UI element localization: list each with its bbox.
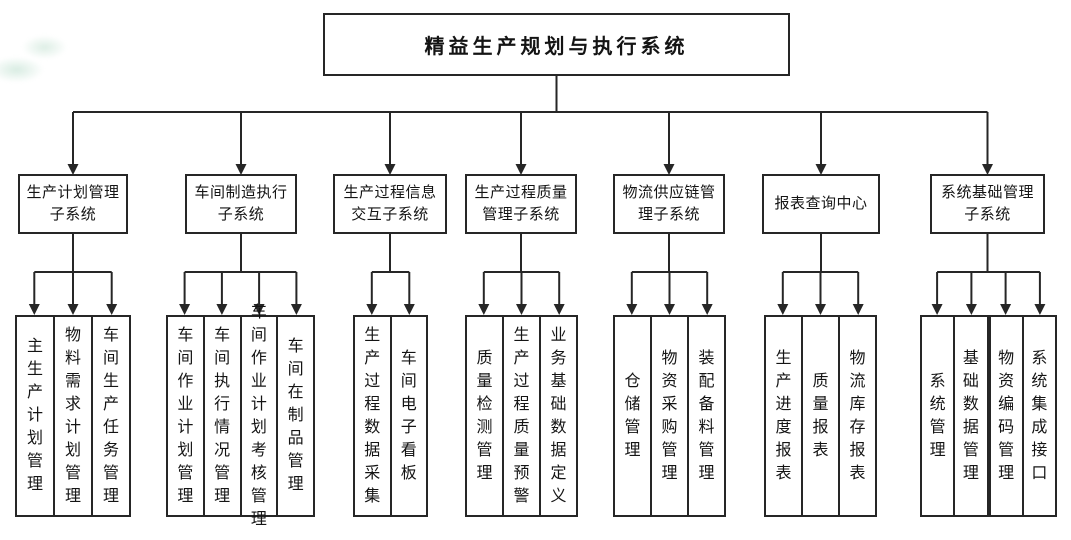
subsystem-box-production-planning: 生产计划管理子系统 — [18, 174, 128, 234]
subsystem-box-system-foundation: 系统基础管理子系统 — [930, 174, 1045, 234]
connector-group-4 — [478, 234, 565, 315]
module-group-process-quality: 质量检测管理 生产过程质量预警 业务基础数据定义 — [465, 315, 578, 517]
subsystem-label: 系统基础管理子系统 — [940, 184, 1034, 224]
module-workshop-execution-status: 车间执行情况管理 — [204, 315, 242, 517]
module-base-data-mgmt: 基础数据管理 — [955, 315, 989, 517]
module-material-purchasing: 物资采购管理 — [652, 315, 689, 517]
module-assembly-preparation: 装配备料管理 — [689, 315, 726, 517]
module-job-plan-assessment: 车间作业计划考核管理 — [241, 304, 279, 527]
module-material-coding: 物资编码管理 — [988, 315, 1024, 517]
module-workshop-e-kanban: 车间电子看板 — [391, 315, 428, 517]
root-system-box: 精益生产规划与执行系统 — [323, 13, 790, 76]
connector-group-3 — [366, 234, 415, 315]
module-quality-early-warning: 生产过程质量预警 — [504, 315, 541, 517]
module-group-system-foundation: 系统管理 基础数据管理 物资编码管理 系统集成接口 — [920, 315, 1057, 517]
module-master-production-plan: 主生产计划管理 — [15, 315, 55, 517]
subsystem-label: 生产过程质量管理子系统 — [474, 184, 568, 224]
subsystem-box-process-quality: 生产过程质量管理子系统 — [465, 174, 577, 234]
root-system-title: 精益生产规划与执行系统 — [424, 36, 689, 58]
connector-group-6 — [777, 234, 864, 315]
subsystem-label: 物流供应链管理子系统 — [622, 184, 716, 224]
module-production-progress-report: 生产进度报表 — [764, 315, 803, 517]
module-quality-inspection: 质量检测管理 — [465, 315, 504, 517]
module-group-workshop-mes: 车间作业计划管理 车间执行情况管理 车间作业计划考核管理 车间在制品管理 — [166, 304, 315, 527]
subsystem-box-workshop-mes: 车间制造执行子系统 — [185, 174, 297, 234]
corner-watermark — [0, 26, 78, 82]
module-process-data-collection: 生产过程数据采集 — [353, 315, 392, 517]
subsystem-label: 生产过程信息交互子系统 — [343, 184, 437, 224]
module-business-base-data: 业务基础数据定义 — [541, 315, 578, 517]
subsystem-label: 车间制造执行子系统 — [194, 184, 288, 224]
module-material-requirement-plan: 物料需求计划管理 — [55, 315, 93, 517]
connector-group-1 — [28, 234, 118, 315]
connector-group-2 — [179, 234, 302, 315]
subsystem-label: 生产计划管理子系统 — [26, 184, 120, 224]
connector-group-5 — [626, 234, 713, 315]
subsystem-label: 报表查询中心 — [774, 195, 868, 212]
connector-root — [67, 76, 993, 175]
subsystem-box-process-info-interaction: 生产过程信息交互子系统 — [333, 174, 447, 234]
module-quality-report: 质量报表 — [803, 315, 840, 517]
module-workshop-job-plan: 车间作业计划管理 — [166, 315, 205, 517]
module-group-logistics: 仓储管理 物资采购管理 装配备料管理 — [613, 315, 726, 517]
module-workshop-task-mgmt: 车间生产任务管理 — [93, 315, 131, 517]
connector-group-7 — [931, 234, 1046, 315]
subsystem-box-report-center: 报表查询中心 — [762, 174, 880, 234]
module-warehouse-mgmt: 仓储管理 — [613, 315, 652, 517]
module-group-process-info: 生产过程数据采集 车间电子看板 — [353, 315, 428, 517]
module-wip-mgmt: 车间在制品管理 — [278, 315, 315, 517]
module-group-production-planning: 主生产计划管理 物料需求计划管理 车间生产任务管理 — [15, 315, 131, 517]
module-system-mgmt: 系统管理 — [920, 315, 956, 517]
module-logistics-inventory-report: 物流库存报表 — [840, 315, 877, 517]
module-group-reports: 生产进度报表 质量报表 物流库存报表 — [764, 315, 877, 517]
module-system-integration-interface: 系统集成接口 — [1023, 315, 1057, 517]
subsystem-box-logistics-supply-chain: 物流供应链管理子系统 — [613, 174, 725, 234]
